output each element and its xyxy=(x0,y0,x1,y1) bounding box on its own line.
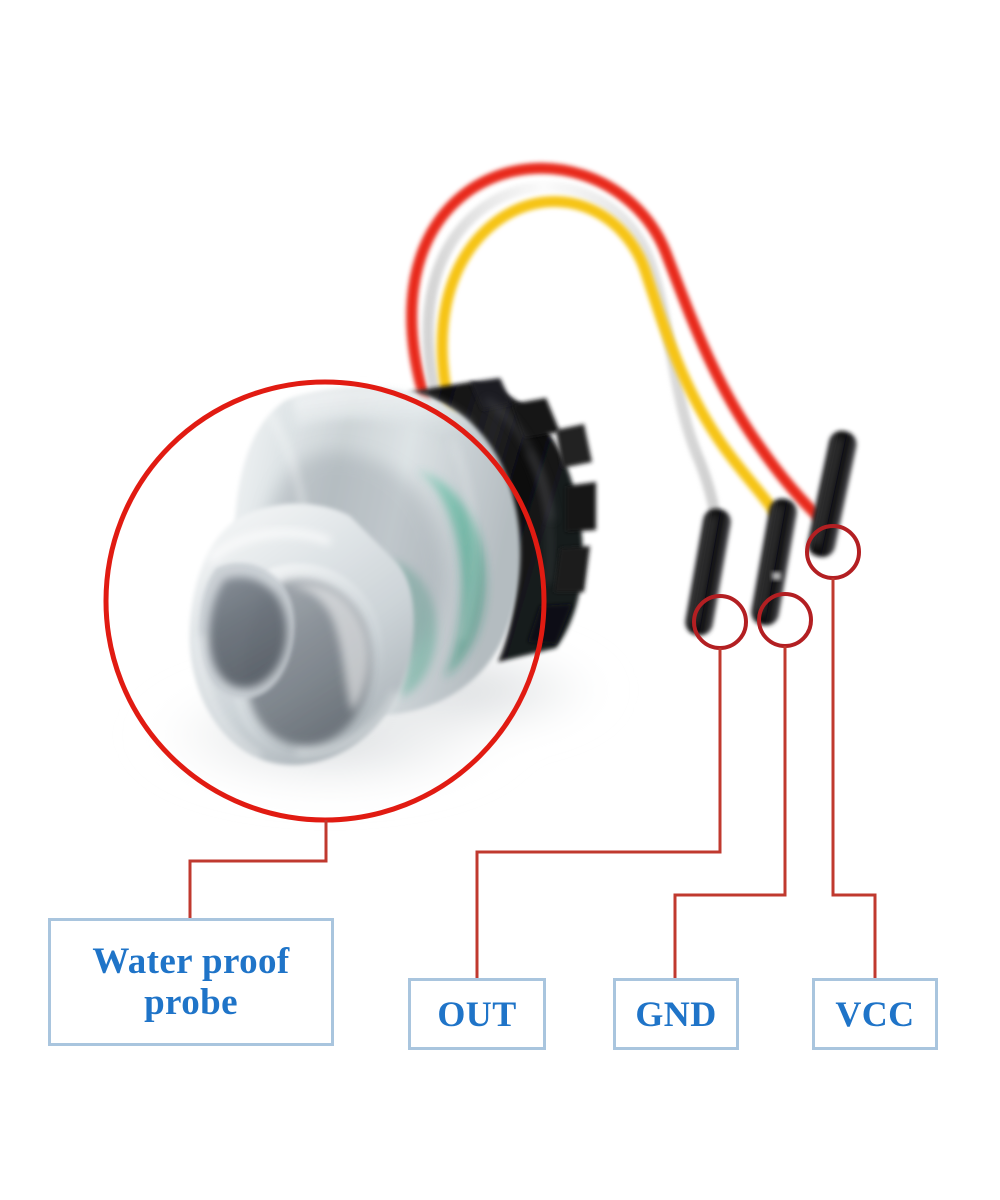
sensor-module xyxy=(189,378,596,765)
label-vcc-text: VCC xyxy=(835,993,915,1034)
gnd-highlight-circle xyxy=(757,592,813,648)
out-leader-line xyxy=(475,648,722,978)
vcc-highlight-circle xyxy=(805,524,861,580)
connector-tips xyxy=(685,430,857,636)
label-vcc: VCC xyxy=(812,978,938,1050)
vcc-leader-line xyxy=(831,578,877,978)
label-gnd: GND xyxy=(613,978,739,1050)
black-collar xyxy=(408,378,596,662)
label-gnd-text: GND xyxy=(635,993,717,1034)
vcc-connector xyxy=(807,430,857,558)
probe-head xyxy=(189,503,414,765)
probe-leader-line xyxy=(188,820,328,918)
gnd-leader-line xyxy=(673,646,787,978)
label-waterproof-probe-text: Water proof probe xyxy=(92,940,290,1023)
label-out: OUT xyxy=(408,978,546,1050)
out-highlight-circle xyxy=(692,594,748,650)
wire-harness xyxy=(406,162,832,530)
gnd-connector xyxy=(751,498,797,626)
label-out-text: OUT xyxy=(437,993,517,1034)
out-connector xyxy=(685,508,731,636)
probe-highlight-circle xyxy=(103,379,547,823)
label-waterproof-probe: Water proof probe xyxy=(48,918,334,1046)
